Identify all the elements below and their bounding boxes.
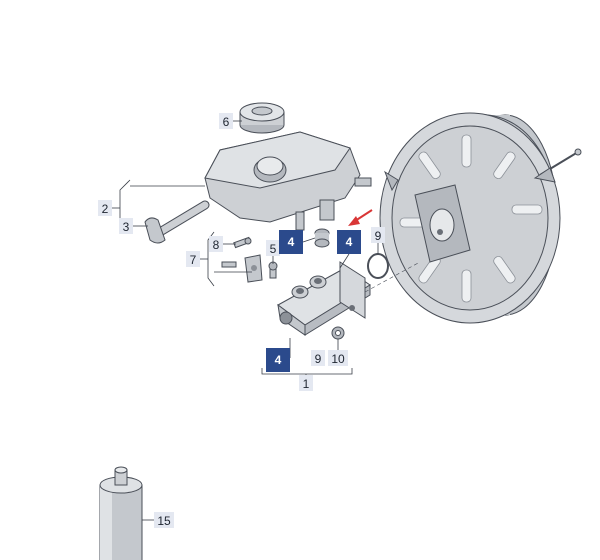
label-3: 3 (119, 218, 133, 234)
bleed-screw (233, 236, 252, 249)
label-6: 6 (219, 113, 233, 129)
brake-booster (379, 112, 582, 324)
label-9-lower: 9 (311, 350, 325, 366)
mounting-bolt (268, 261, 278, 279)
svg-text:4: 4 (346, 235, 353, 249)
svg-text:9: 9 (315, 352, 322, 366)
svg-text:4: 4 (288, 235, 295, 249)
svg-text:9: 9 (375, 229, 382, 243)
label-15: 15 (154, 512, 174, 528)
label-9-upper: 9 (371, 227, 385, 243)
svg-text:15: 15 (157, 514, 171, 528)
svg-text:4: 4 (275, 353, 282, 367)
leader-lines (112, 120, 379, 521)
self-locking-nut (331, 326, 345, 340)
brake-master-cylinder (277, 261, 421, 336)
svg-text:5: 5 (270, 242, 277, 256)
pressure-accumulator (99, 466, 143, 560)
svg-text:7: 7 (190, 253, 197, 267)
svg-text:2: 2 (102, 202, 109, 216)
svg-text:6: 6 (223, 115, 230, 129)
svg-text:3: 3 (123, 220, 130, 234)
reservoir-cap (239, 102, 285, 134)
pressure-sensor-bracket (221, 254, 263, 283)
badge-4-cylinder-bottom: 4 (266, 348, 290, 372)
svg-text:1: 1 (303, 377, 310, 391)
brake-fluid-reservoir (204, 131, 372, 231)
label-5: 5 (266, 240, 280, 256)
label-1: 1 (299, 375, 313, 391)
reservoir-seals (314, 228, 330, 248)
red-arrow-icon (348, 209, 373, 226)
badge-4-seals: 4 (279, 230, 303, 254)
label-10: 10 (328, 350, 348, 366)
label-7: 7 (186, 251, 200, 267)
o-ring (367, 253, 389, 279)
bleed-hose (144, 200, 210, 244)
badges: 4 4 4 (266, 230, 361, 372)
label-2: 2 (98, 200, 112, 216)
svg-text:10: 10 (331, 352, 345, 366)
svg-text:8: 8 (213, 238, 220, 252)
part-labels: 6 2 3 8 7 5 9 9 (98, 113, 385, 528)
label-8: 8 (209, 236, 223, 252)
badge-4-cylinder-top: 4 (337, 230, 361, 254)
